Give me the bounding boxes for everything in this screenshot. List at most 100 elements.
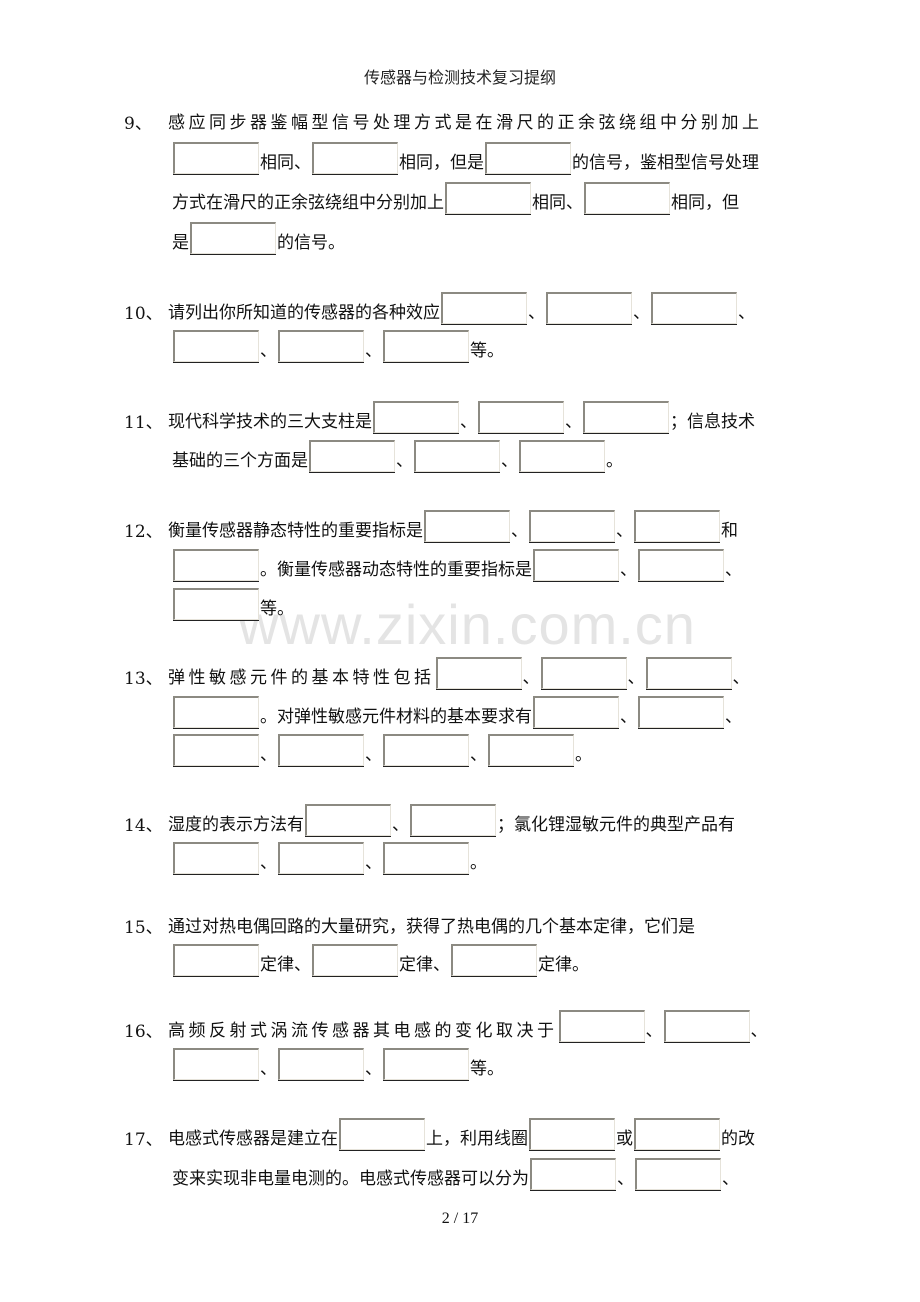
question-number: 17、 <box>124 1130 163 1150</box>
question-text: 电感式传感器是建立在 <box>168 1129 338 1149</box>
question-text: 等。 <box>470 341 504 361</box>
question-text: 通过对热电偶回路的大量研究，获得了热电偶的几个基本定律，它们是 <box>168 917 695 937</box>
answer-input[interactable] <box>312 944 398 977</box>
answer-input[interactable] <box>638 696 724 729</box>
question-12-line-3: 等。 <box>172 584 294 621</box>
answer-input[interactable] <box>478 401 564 434</box>
answer-input[interactable] <box>519 440 605 473</box>
question-10-line-1: 10、 请列出你所知道的传感器的各种效应 、 、 、 <box>124 288 755 325</box>
question-14-line-2: 、 、 。 <box>172 838 487 875</box>
answer-input[interactable] <box>645 657 732 690</box>
question-text: 定律。 <box>538 955 589 975</box>
question-text: 、 <box>725 707 742 727</box>
answer-input[interactable] <box>530 1158 616 1191</box>
question-text: 的信号，鉴相型信号处理 <box>572 153 759 173</box>
answer-input[interactable] <box>190 222 276 255</box>
question-text: 。对弹性敏感元件材料的基本要求有 <box>260 707 532 727</box>
question-text: 、 <box>732 668 750 688</box>
answer-input[interactable] <box>278 734 364 767</box>
answer-input[interactable] <box>488 734 574 767</box>
question-number: 10、 <box>124 304 163 324</box>
question-text: 基础的三个方面是 <box>172 451 308 471</box>
answer-input[interactable] <box>312 142 398 175</box>
question-text: 或 <box>616 1129 633 1149</box>
answer-input[interactable] <box>635 1158 721 1191</box>
answer-input[interactable] <box>424 510 510 543</box>
question-text: 、 <box>522 668 540 688</box>
question-text: 、 <box>620 560 637 580</box>
answer-input[interactable] <box>309 440 395 473</box>
answer-input[interactable] <box>305 804 391 837</box>
question-text: 感应同步器鉴幅型信号处理方式是在滑尺的正余弦绕组中分别加上 <box>168 113 763 133</box>
answer-input[interactable] <box>278 842 364 875</box>
answer-input[interactable] <box>533 549 619 582</box>
question-text: 变来实现非电量电测的。电感式传感器可以分为 <box>172 1169 529 1189</box>
answer-input[interactable] <box>435 657 522 690</box>
question-text: 。 <box>470 853 487 873</box>
answer-input[interactable] <box>540 657 627 690</box>
question-16-line-1: 16、 高频反射式涡流传感器其电感的变化取决于 、 、 <box>124 1006 768 1043</box>
answer-input[interactable] <box>383 842 469 875</box>
answer-input[interactable] <box>583 401 669 434</box>
question-text: 、 <box>565 412 582 432</box>
answer-input[interactable] <box>558 1010 645 1043</box>
answer-input[interactable] <box>441 292 527 325</box>
question-number: 12、 <box>124 522 163 542</box>
answer-input[interactable] <box>383 734 469 767</box>
answer-input[interactable] <box>445 182 531 215</box>
question-text: 、 <box>460 412 477 432</box>
question-text: 上，利用线圈 <box>426 1129 528 1149</box>
question-11-line-2: 基础的三个方面是 、 、 。 <box>172 436 623 473</box>
answer-input[interactable] <box>373 401 459 434</box>
question-text: 相同，但 <box>671 193 739 213</box>
answer-input[interactable] <box>173 1048 259 1081</box>
answer-input[interactable] <box>414 440 500 473</box>
answer-input[interactable] <box>533 696 619 729</box>
watermark: www.zixin.com.cn <box>238 593 696 656</box>
answer-input[interactable] <box>383 330 469 363</box>
question-text: 、 <box>511 521 528 541</box>
answer-input[interactable] <box>651 292 737 325</box>
answer-input[interactable] <box>278 1048 364 1081</box>
answer-input[interactable] <box>339 1118 425 1151</box>
answer-input[interactable] <box>173 549 259 582</box>
answer-input[interactable] <box>634 510 720 543</box>
question-text: 、 <box>365 745 382 765</box>
question-text: 。 <box>575 745 592 765</box>
question-text: 定律、 <box>260 955 311 975</box>
answer-input[interactable] <box>173 842 259 875</box>
answer-input[interactable] <box>451 944 537 977</box>
document-header-title: 传感器与检测技术复习提纲 <box>363 68 556 87</box>
answer-input[interactable] <box>529 510 615 543</box>
question-text: 定律、 <box>399 955 450 975</box>
question-text: 湿度的表示方法有 <box>168 815 304 835</box>
question-text: 、 <box>365 1059 382 1079</box>
question-text: 高频反射式涡流传感器其电感的变化取决于 <box>168 1021 558 1041</box>
answer-input[interactable] <box>173 734 259 767</box>
answer-input[interactable] <box>173 142 259 175</box>
answer-input[interactable] <box>410 804 496 837</box>
question-text: 、 <box>260 745 277 765</box>
question-number: 16、 <box>124 1022 163 1042</box>
answer-input[interactable] <box>634 1118 720 1151</box>
question-text: 。衡量传感器动态特性的重要指标是 <box>260 560 532 580</box>
question-text: 的信号。 <box>277 233 345 253</box>
answer-input[interactable] <box>663 1010 750 1043</box>
answer-input[interactable] <box>546 292 632 325</box>
answer-input[interactable] <box>584 182 670 215</box>
question-number: 15、 <box>124 918 163 938</box>
answer-input[interactable] <box>173 696 259 729</box>
question-text: 相同，但是 <box>399 153 484 173</box>
answer-input[interactable] <box>529 1118 615 1151</box>
question-15-line-1: 15、 通过对热电偶回路的大量研究，获得了热电偶的几个基本定律，它们是 <box>124 902 695 938</box>
answer-input[interactable] <box>278 330 364 363</box>
answer-input[interactable] <box>485 142 571 175</box>
question-16-line-2: 、 、 等。 <box>172 1044 504 1081</box>
answer-input[interactable] <box>173 330 259 363</box>
answer-input[interactable] <box>638 549 724 582</box>
question-text: 、 <box>616 521 633 541</box>
answer-input[interactable] <box>173 944 259 977</box>
answer-input[interactable] <box>173 588 259 621</box>
answer-input[interactable] <box>383 1048 469 1081</box>
question-10-line-2: 、 、 等。 <box>172 326 504 363</box>
